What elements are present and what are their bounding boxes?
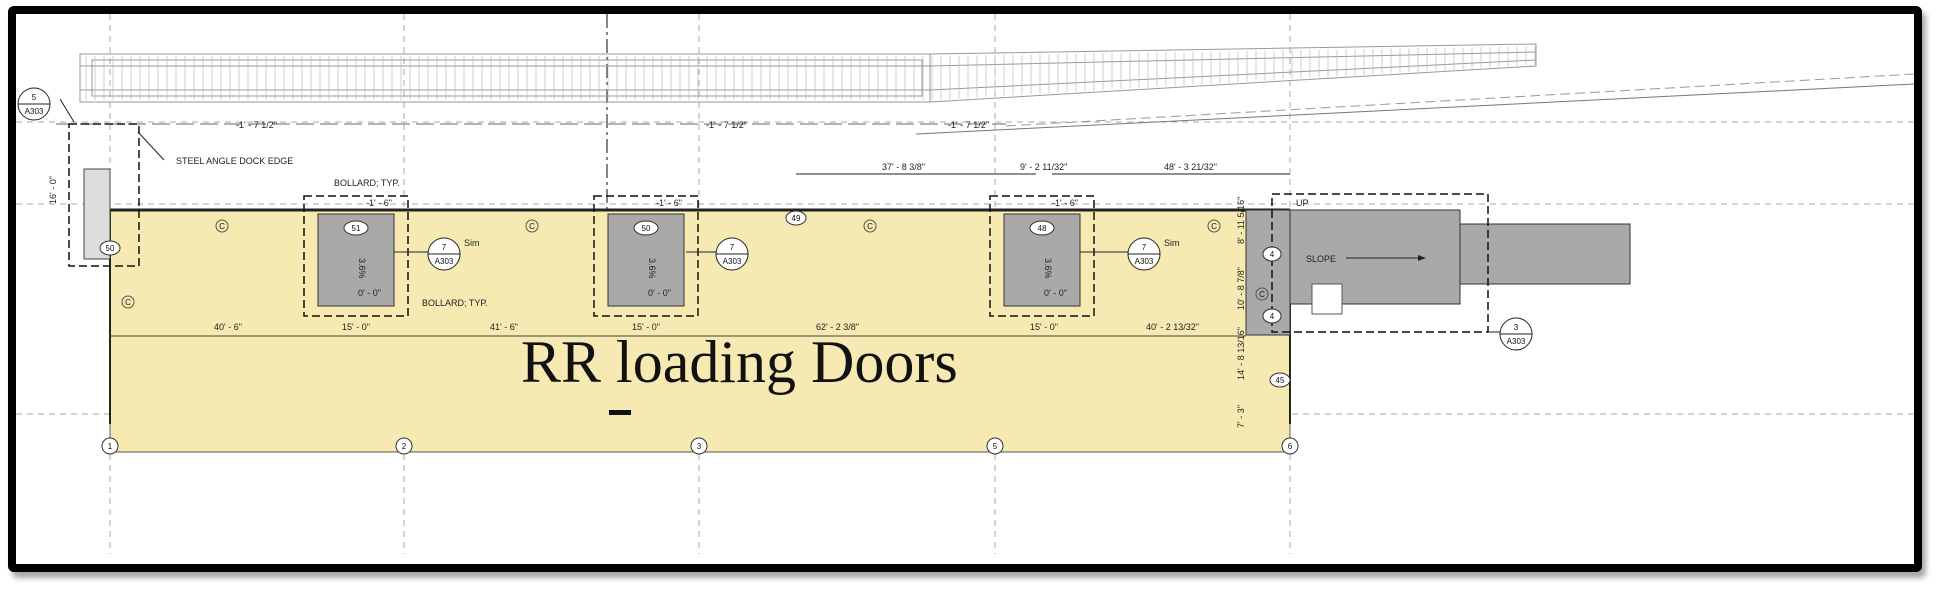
section-tag-num: 7 bbox=[442, 243, 447, 252]
elevation: -1' - 7 1/2" bbox=[706, 120, 747, 130]
grid-bubble-label: 3 bbox=[697, 442, 702, 451]
column-mark: C bbox=[1259, 290, 1265, 299]
cursor-mark bbox=[609, 410, 631, 415]
bottom-dim: 15' - 0" bbox=[632, 322, 660, 332]
left-dim: 16' - 0" bbox=[48, 176, 58, 204]
west-callout-box bbox=[68, 123, 140, 267]
section-tag-sheet: A303 bbox=[1135, 257, 1154, 266]
bollard-note-bottom: BOLLARD; TYP. bbox=[422, 298, 488, 308]
section-tag-3: 3 A303 bbox=[1499, 317, 1533, 351]
bottom-dim: 40' - 2 13/32" bbox=[1146, 322, 1199, 332]
bottom-dim: 15' - 0" bbox=[1030, 322, 1058, 332]
top-dim: 37' - 8 3/8" bbox=[882, 162, 925, 172]
door-tag: 4 bbox=[1270, 250, 1275, 259]
section-tag-sheet: A303 bbox=[25, 107, 44, 116]
east-ramp bbox=[1245, 193, 1631, 336]
section-tag-5: 5 A303 bbox=[17, 87, 51, 121]
right-dim: 7' - 3" bbox=[1236, 405, 1246, 428]
door-tag: 50 bbox=[642, 224, 651, 233]
pit-bottom-dim: 0' - 0" bbox=[1044, 288, 1067, 298]
bottom-dim: 62' - 2 3/8" bbox=[816, 322, 859, 332]
drawing-title: RR loading Doors bbox=[521, 329, 958, 395]
section-tag-7c: 7 A303 bbox=[1127, 237, 1161, 271]
sim-label: Sim bbox=[1164, 238, 1180, 248]
door-tags: 51 50 48 49 50 45 4 4 bbox=[99, 210, 1291, 388]
pit-bottom-dim: 0' - 0" bbox=[358, 288, 381, 298]
grid-bubble bbox=[101, 437, 119, 455]
grid-bubble-label: 2 bbox=[402, 442, 407, 451]
column-mark: C bbox=[1211, 222, 1217, 231]
section-tag-sheet: A303 bbox=[1507, 337, 1526, 346]
pit-top-dim: -1' - 6" bbox=[1052, 198, 1078, 208]
right-dim: 8' - 11 5/16" bbox=[1236, 197, 1246, 244]
slope-arrowhead bbox=[1418, 255, 1426, 261]
floor-plan: 1 2 3 5 6 5 A303 7 A303 7 A303 7 A303 3 A303… bbox=[16, 14, 1914, 554]
top-dim: 48' - 3 21/32" bbox=[1164, 162, 1217, 172]
elevation: -1' - 7 1/2" bbox=[948, 120, 989, 130]
column-marks: C C C C C C bbox=[121, 219, 1269, 309]
up-note: UP bbox=[1296, 198, 1309, 208]
pit-2 bbox=[593, 195, 699, 317]
column-mark: C bbox=[125, 298, 131, 307]
grid-bubble bbox=[1281, 437, 1299, 455]
grid-bubbles: 1 2 3 5 6 bbox=[101, 437, 1299, 455]
sim-label: Sim bbox=[464, 238, 480, 248]
door-tag: 45 bbox=[1276, 376, 1285, 385]
rail-ties bbox=[85, 46, 1536, 100]
column-mark: C bbox=[529, 222, 535, 231]
section-tag-sheet: A303 bbox=[435, 257, 454, 266]
drawing-frame: 1 2 3 5 6 5 A303 7 A303 7 A303 7 A303 3 A303… bbox=[8, 6, 1922, 572]
door-tag: 49 bbox=[792, 214, 801, 223]
grid-bubble bbox=[986, 437, 1004, 455]
section-tag-num: 5 bbox=[32, 93, 37, 102]
grid-bubble-label: 6 bbox=[1288, 442, 1293, 451]
grid-bubble-label: 1 bbox=[108, 442, 113, 451]
right-dim: 10' - 8 7/8" bbox=[1236, 267, 1246, 310]
door-tag: 50 bbox=[106, 244, 115, 253]
elevation: -1' - 7 1/2" bbox=[236, 120, 277, 130]
top-dim: 9' - 2 11/32" bbox=[1020, 162, 1067, 172]
bottom-dim: 15' - 0" bbox=[342, 322, 370, 332]
section-tag-num: 7 bbox=[730, 243, 735, 252]
right-dim: 14' - 8 13/16" bbox=[1236, 327, 1246, 380]
pit-slope-dim: 3.6% bbox=[357, 258, 367, 279]
section-tag-7a: 7 A303 bbox=[427, 237, 461, 271]
pit-top-dim: -1' - 6" bbox=[366, 198, 392, 208]
pit-1 bbox=[303, 195, 409, 317]
pit-slope-dim: 3.6% bbox=[647, 258, 657, 279]
dock-edge-note: STEEL ANGLE DOCK EDGE bbox=[176, 156, 293, 166]
slope-note: SLOPE bbox=[1306, 254, 1336, 264]
pit-bottom-dim: 0' - 0" bbox=[648, 288, 671, 298]
door-tag: 51 bbox=[352, 224, 361, 233]
column-mark: C bbox=[219, 222, 225, 231]
door-tag: 48 bbox=[1038, 224, 1047, 233]
bottom-dim: 40' - 6" bbox=[214, 322, 242, 332]
bollard-note-top: BOLLARD; TYP. bbox=[334, 178, 400, 188]
section-tag-num: 7 bbox=[1142, 243, 1147, 252]
pit-top-dim: -1' - 6" bbox=[656, 198, 682, 208]
section-tag-sheet: A303 bbox=[723, 257, 742, 266]
grid-bubble bbox=[690, 437, 708, 455]
column-mark: C bbox=[867, 222, 873, 231]
grid-bubble bbox=[395, 437, 413, 455]
bottom-dim: 41' - 6" bbox=[490, 322, 518, 332]
grid-bubble-label: 5 bbox=[993, 442, 998, 451]
section-tag-num: 3 bbox=[1514, 323, 1519, 332]
pit-3 bbox=[989, 195, 1095, 317]
pit-slope-dim: 3.6% bbox=[1043, 258, 1053, 279]
door-tag: 4 bbox=[1270, 312, 1275, 321]
rail-track bbox=[79, 43, 1914, 135]
section-tag-7b: 7 A303 bbox=[715, 237, 749, 271]
